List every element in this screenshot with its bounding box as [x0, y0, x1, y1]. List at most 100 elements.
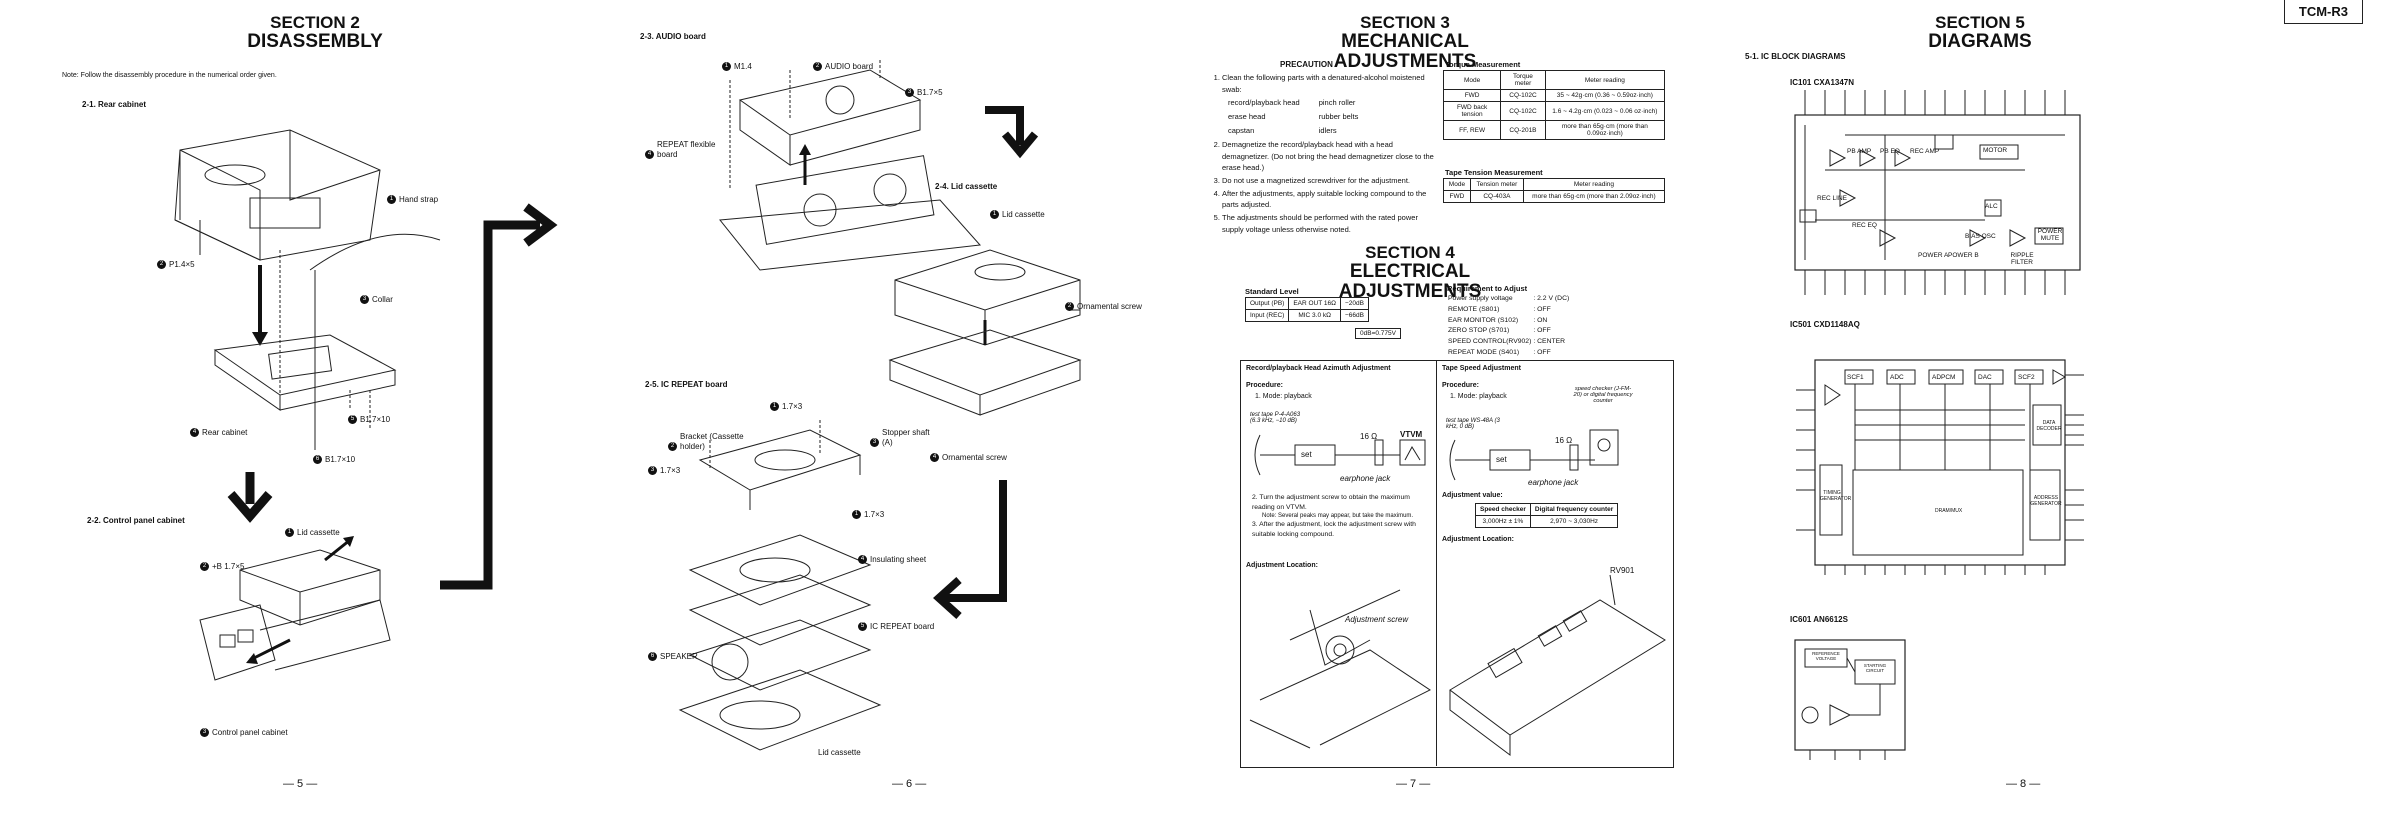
subsection-audio-board: 2-3. AUDIO board	[640, 32, 706, 41]
cell: 1.6 ~ 4.2g·cm (0.023 ~ 0.06 oz·inch)	[1544, 101, 1666, 121]
lid-cassette-exploded-drawing	[888, 249, 1082, 416]
callout-text: Collar	[372, 295, 393, 304]
req-value: : CENTER	[1533, 338, 1566, 346]
callout-text: Ornamental screw	[1077, 302, 1142, 311]
callout-text: B1.7×5	[917, 88, 943, 97]
req-key: ZERO STOP (S701)	[1448, 327, 1510, 335]
section-number: SECTION 5	[1935, 13, 2025, 32]
cell: EAR OUT 16Ω	[1288, 297, 1341, 310]
ic501-block-data-decoder: DATA DECODER	[2036, 420, 2062, 432]
model-tag: TCM-R3	[2283, 0, 2363, 24]
cell: 3,000Hz ± 1%	[1475, 515, 1531, 528]
cell: Input (REC)	[1244, 309, 1290, 322]
frame-divider	[1436, 360, 1437, 766]
req-value: : OFF	[1533, 349, 1551, 357]
audio-board-exploded-drawing	[719, 60, 982, 271]
cell: FWD back tension	[1442, 101, 1502, 121]
adjustment-screw-label: Adjustment screw	[1345, 615, 1409, 624]
adjustment-procedures-frame	[1240, 360, 1674, 768]
callout-number: 2	[813, 62, 822, 72]
col-header: Mode	[1442, 70, 1502, 90]
tape-speed-earphone-jack: earphone jack	[1528, 478, 1579, 487]
precaution-heading: PRECAUTION	[1280, 60, 1333, 69]
subsection-lid-cassette: 2-4. Lid cassette	[935, 182, 998, 191]
subsection-rear-cabinet: 2-1. Rear cabinet	[82, 100, 147, 109]
callout-text: Rear cabinet	[202, 428, 248, 437]
callout-text: B1.7×10	[360, 415, 391, 424]
tape-speed-setup-diagram	[1449, 429, 1619, 481]
col-header: Torque meter	[1500, 70, 1546, 90]
label-screw-b17x5: 2+B 1.7×5	[200, 562, 245, 572]
callout-text: Insulating sheet	[870, 555, 927, 564]
page-number-6: — 6 —	[892, 778, 927, 790]
tape-speed-heading: Tape Speed Adjustment	[1442, 365, 1521, 372]
callout-text: REPEAT flexible board	[657, 140, 716, 159]
clean-part: record/playback head	[1228, 98, 1300, 108]
callout-text: Control panel cabinet	[212, 728, 288, 737]
section-title: ELECTRICAL ADJUSTMENTS	[1338, 260, 1482, 302]
callout-text: SPEAKER	[660, 652, 698, 661]
callout-text: Stopper shaft (A)	[882, 428, 930, 447]
ic501-label: IC501 CXD1148AQ	[1790, 320, 1860, 329]
ic101-block-rec-line: REC LINE	[1817, 195, 1847, 202]
callout-number: 3	[648, 466, 657, 476]
adjustment-value-heading: Adjustment value:	[1442, 492, 1503, 499]
azimuth-setup-diagram	[1254, 434, 1426, 476]
ic101-block-motor: MOTOR	[1983, 147, 2008, 154]
ic101-label: IC101 CXA1347N	[1790, 78, 1855, 87]
ic601-block-diagram	[1794, 639, 1906, 760]
req-value: : ON	[1533, 316, 1548, 324]
clean-part: pinch roller	[1318, 98, 1356, 108]
cell: −66dB	[1340, 309, 1369, 322]
clean-part: erase head	[1228, 111, 1266, 121]
label-lid-cassette-bottom: Lid cassette	[818, 748, 861, 757]
callout-number: 2	[668, 441, 677, 451]
callout-number: 2	[157, 260, 166, 270]
tape-speed-resistor: 16 Ω	[1555, 436, 1573, 445]
disassembly-note: Note: Follow the disassembly procedure i…	[62, 72, 277, 79]
tape-speed-test-tape: test tape WS-48A (3 kHz, 0 dB)	[1446, 418, 1500, 430]
db-reference-note: 0dB=0.775V	[1355, 328, 1401, 339]
rear-cabinet-exploded-drawing	[174, 129, 441, 450]
azimuth-location-heading: Adjustment Location:	[1246, 562, 1318, 569]
cell: MIC 3.0 kΩ	[1288, 309, 1341, 322]
azimuth-heading: Record/playback Head Azimuth Adjustment	[1246, 365, 1391, 372]
ic501-block-dac: DAC	[1978, 374, 1992, 381]
section-3-heading: SECTION 3 MECHANICAL ADJUSTMENTS	[1290, 14, 1520, 72]
callout-number: 6	[648, 652, 657, 662]
azimuth-step: 2. Turn the adjustment screw to obtain t…	[1252, 494, 1410, 511]
callout-text: 1.7×3	[864, 510, 885, 519]
precaution-list: Clean the following parts with a denatur…	[1210, 72, 1438, 236]
req-key: Power supply voltage	[1448, 295, 1513, 302]
callout-text: P1.4×5	[169, 260, 195, 269]
ic101-block-diagram	[1794, 90, 2081, 295]
req-value: : OFF	[1533, 305, 1551, 313]
req-value: : 2.2 V (DC)	[1533, 295, 1570, 302]
callout-number: 1	[852, 510, 861, 520]
azimuth-step: 3. After the adjustment, lock the adjust…	[1252, 521, 1416, 538]
callout-text: 1.7×3	[660, 466, 681, 475]
ic101-block-power-a: POWER A	[1918, 252, 1949, 259]
callout-number: 1	[722, 62, 731, 72]
ic501-block-adpcm: ADPCM	[1932, 374, 1956, 381]
ic101-block-rec-amp: REC AMP	[1910, 148, 1940, 155]
cell: Output (PB)	[1244, 297, 1290, 310]
azimuth-mode: 1. Mode: playback	[1255, 393, 1312, 400]
cell: CQ-102C	[1500, 89, 1546, 102]
callout-text: +B 1.7×5	[212, 562, 245, 571]
callout-number: 2	[200, 562, 209, 572]
callout-number: 3	[870, 437, 879, 447]
precaution-item: Demagnetize the record/playback head wit…	[1222, 139, 1438, 174]
cell: more than 65g·cm (more than 2.09oz·inch)	[1522, 190, 1666, 203]
